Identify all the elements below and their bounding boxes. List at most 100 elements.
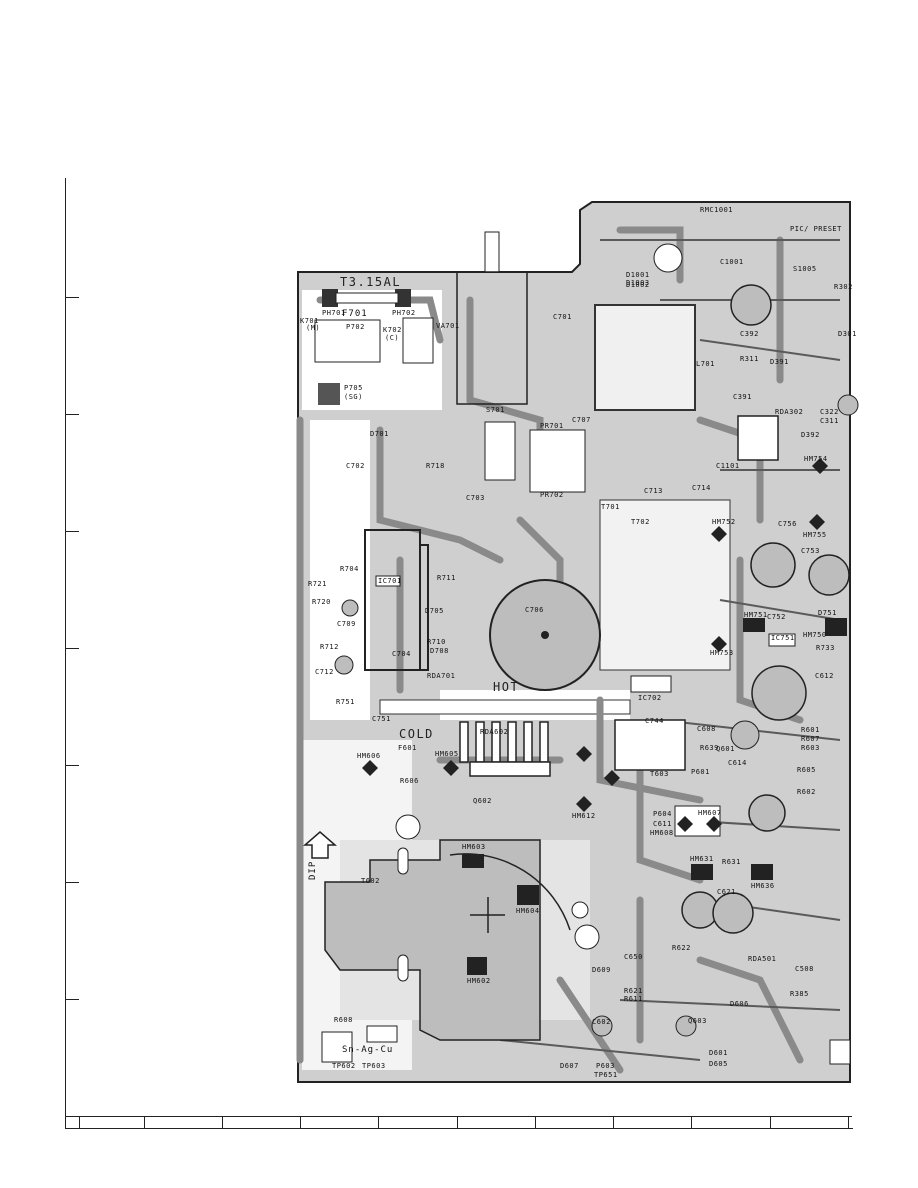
component-label: R602 [797, 788, 816, 796]
component-label: C707 [572, 416, 591, 424]
component-label: D609 [592, 966, 611, 974]
component-label: D1003 [626, 279, 650, 287]
component-label: C701 [553, 313, 572, 321]
component-label: HM604 [516, 907, 540, 915]
component-label: C612 [815, 672, 834, 680]
component-label: HM605 [435, 750, 459, 758]
component-label: C751 [372, 715, 391, 723]
component-label: C1101 [716, 462, 740, 470]
capacitor [712, 892, 754, 934]
component-label: D392 [801, 431, 820, 439]
drawing-frame [65, 178, 853, 1129]
component-label: HM636 [751, 882, 775, 890]
component-label: TP602 [332, 1062, 356, 1070]
capacitor-c602 [591, 1015, 613, 1037]
component-label: C392 [740, 330, 759, 338]
isolation-slot [379, 699, 631, 715]
component-label: C614 [728, 759, 747, 767]
component-label: PH702 [392, 309, 416, 317]
component-label: C713 [644, 487, 663, 495]
component-label: P604 [653, 810, 672, 818]
component-label: D605 [709, 1060, 728, 1068]
grid-col-divider [613, 1116, 614, 1128]
component-label: HM752 [712, 518, 736, 526]
k701 [314, 319, 381, 363]
component-label: HM754 [804, 455, 828, 463]
component-label: C391 [733, 393, 752, 401]
component-label: Q603 [688, 1017, 707, 1025]
fuse-holder [395, 289, 411, 307]
component-label: PR702 [540, 491, 564, 499]
component-label: F701 [342, 309, 368, 319]
transformer-area [599, 499, 731, 671]
component-label: RMC1001 [700, 206, 734, 214]
component-label: R606 [400, 777, 419, 785]
ic701 [375, 575, 401, 587]
component-label: C602 [592, 1018, 611, 1026]
component-label: R711 [437, 574, 456, 582]
component-label: HM608 [650, 829, 674, 837]
hot-zone-label: HOT [493, 680, 520, 694]
component-label: D705 [425, 607, 444, 615]
component-label: C752 [767, 613, 786, 621]
component-label: HM753 [710, 649, 734, 657]
component-label: HM755 [803, 531, 827, 539]
component-label: C311 [820, 417, 839, 425]
component-label: PR701 [540, 422, 564, 430]
component-label: K702 [383, 326, 402, 334]
connector [321, 1031, 353, 1063]
capacitor [808, 554, 850, 596]
component-label: IC751 [771, 634, 795, 642]
component-label: R608 [334, 1016, 353, 1024]
t603 [614, 719, 686, 771]
grid-row-divider [65, 414, 79, 415]
component-label: D391 [770, 358, 789, 366]
transistor-q601 [730, 720, 760, 750]
capacitor [730, 284, 772, 326]
grid-row-divider [65, 297, 79, 298]
ic751 [768, 633, 796, 647]
pr702 [529, 429, 586, 493]
line-filter [594, 304, 696, 411]
component-label: T701 [601, 503, 620, 511]
component-label: R611 [624, 995, 643, 1003]
component-label: HM612 [572, 812, 596, 820]
component-label: R718 [426, 462, 445, 470]
component-label: RDA602 [480, 728, 509, 736]
mount-hole [574, 924, 600, 950]
component-label: R605 [797, 766, 816, 774]
relay [484, 421, 516, 481]
component-label: R622 [672, 944, 691, 952]
grid-col-divider [457, 1116, 458, 1128]
component-label: C706 [525, 606, 544, 614]
grid-col-divider [378, 1116, 379, 1128]
component-label: C611 [653, 820, 672, 828]
component-label: (C) [385, 334, 400, 342]
component-label: D751 [818, 609, 837, 617]
component-label: R733 [816, 644, 835, 652]
hm-pads-square [462, 618, 847, 975]
component-label: RDA701 [427, 672, 456, 680]
component-label: P601 [691, 768, 710, 776]
cold-zone-label: COLD [399, 727, 434, 741]
component-label: D1002 [626, 281, 650, 289]
component-label: T602 [361, 877, 380, 885]
flyback-transformer [324, 839, 541, 1041]
capacitor [837, 394, 859, 416]
component-label: D607 [560, 1062, 579, 1070]
component-label: R631 [722, 858, 741, 866]
component-label: RDA302 [775, 408, 804, 416]
component-label: C508 [795, 965, 814, 973]
grid-col-divider [535, 1116, 536, 1128]
component-label: C709 [337, 620, 356, 628]
dip-direction-arrow [302, 831, 338, 859]
component-label: R712 [320, 643, 339, 651]
switch-shaft [484, 231, 500, 273]
component-label: S701 [486, 406, 505, 414]
grid-col-divider [144, 1116, 145, 1128]
component-label: C756 [778, 520, 797, 528]
capacitor [334, 655, 354, 675]
grid-row-divider [65, 531, 79, 532]
capacitor [751, 665, 807, 721]
